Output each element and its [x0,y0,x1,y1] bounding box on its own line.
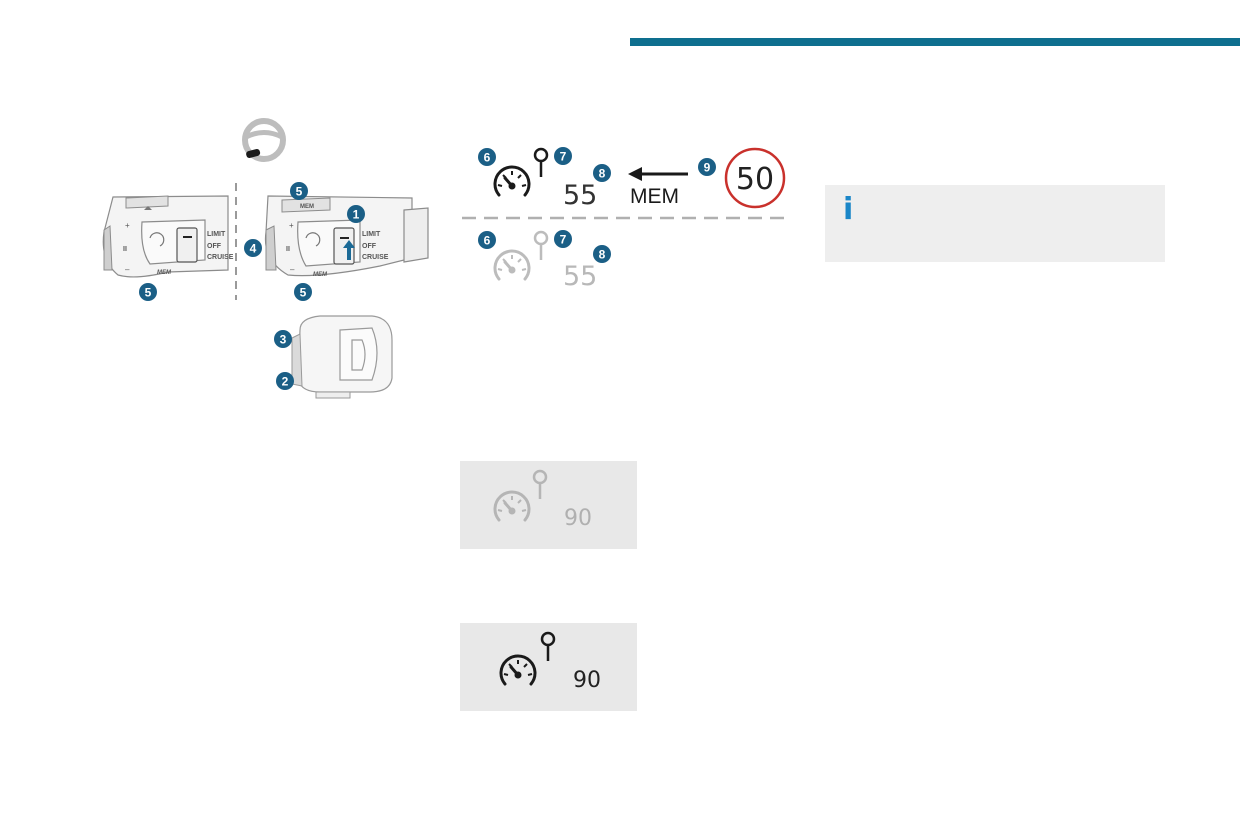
active-speed: 55 [563,180,597,211]
svg-text:6: 6 [484,234,491,248]
svg-text:2: 2 [282,375,289,389]
callout-4: 4 [244,239,262,257]
info-box: i [825,185,1165,262]
callout-2: 2 [276,372,294,390]
svg-text:9: 9 [704,161,711,175]
speedometer-icon [493,165,531,197]
svg-text:4: 4 [250,242,257,256]
svg-text:8: 8 [599,167,606,181]
stalk-left-off: OFF [207,243,222,250]
pin-icon [533,147,549,179]
callout-5-left: 5 [139,283,157,301]
callout-8: 8 [593,164,611,182]
stalk-left-mem: MEM [157,270,172,276]
speed-limit-value: 50 [736,162,774,197]
speedometer-icon-inactive [493,249,531,281]
stalk-right-mem-top: MEM [300,204,314,210]
header-accent-bar [630,38,1240,46]
pin-icon-panel-active [540,631,556,663]
svg-text:5: 5 [296,185,303,199]
stalk-right-minus: – [290,265,295,274]
callout-3: 3 [274,330,292,348]
speedometer-icon-panel-inactive [493,490,531,522]
stalk-right-pause: II [286,246,290,253]
stalk-left-cruise: CRUISE [207,254,234,261]
display-panel-active: 90 [460,623,637,711]
stalk-left-limit: LIMIT [207,231,226,238]
stalk-end-view [291,315,393,399]
stalk-right-mem: MEM [313,272,328,278]
stalk-left-plus: + [125,221,130,230]
svg-text:3: 3 [280,333,287,347]
stalk-right-cruise: CRUISE [362,254,389,261]
svg-text:5: 5 [145,286,152,300]
panel-active-speed: 90 [573,668,601,693]
stalk-left-minus: – [125,265,130,274]
arrow-left-icon [628,167,688,181]
inactive-speed: 55 [563,261,597,292]
svg-text:6: 6 [484,151,491,165]
callout-8-second: 8 [593,245,611,263]
callout-5-right: 5 [294,283,312,301]
speed-limit-sign-icon [724,147,786,209]
pin-icon-inactive [533,230,549,262]
callout-1: 1 [347,205,365,223]
panel-active-graphic: 90 [499,631,601,693]
cruise-stalk-right [264,195,429,277]
panel-inactive-speed: 90 [564,506,592,531]
svg-text:1: 1 [353,208,360,222]
svg-text:5: 5 [300,286,307,300]
panel-inactive-graphic: 90 [493,469,592,531]
svg-text:8: 8 [599,248,606,262]
stalk-left-pause: II [123,246,127,253]
svg-text:7: 7 [560,150,567,164]
pin-icon-panel-inactive [532,469,548,501]
callout-6: 6 [478,148,496,166]
steering-wheel-icon [242,118,286,162]
callout-9: 9 [698,158,716,176]
stalk-right-plus: + [289,221,294,230]
speedometer-icon-panel-active [499,654,537,686]
display-panel-inactive: 90 [460,461,637,549]
cruise-stalk-left [102,195,229,278]
callout-7: 7 [554,147,572,165]
callout-5-top: 5 [290,182,308,200]
mem-label: MEM [630,185,679,208]
arrow-up-icon [343,240,355,260]
stalk-right-limit: LIMIT [362,231,381,238]
stalk-right-off: OFF [362,243,377,250]
info-icon: i [843,192,854,227]
callout-6-second: 6 [478,231,496,249]
callout-7-second: 7 [554,230,572,248]
svg-text:7: 7 [560,233,567,247]
